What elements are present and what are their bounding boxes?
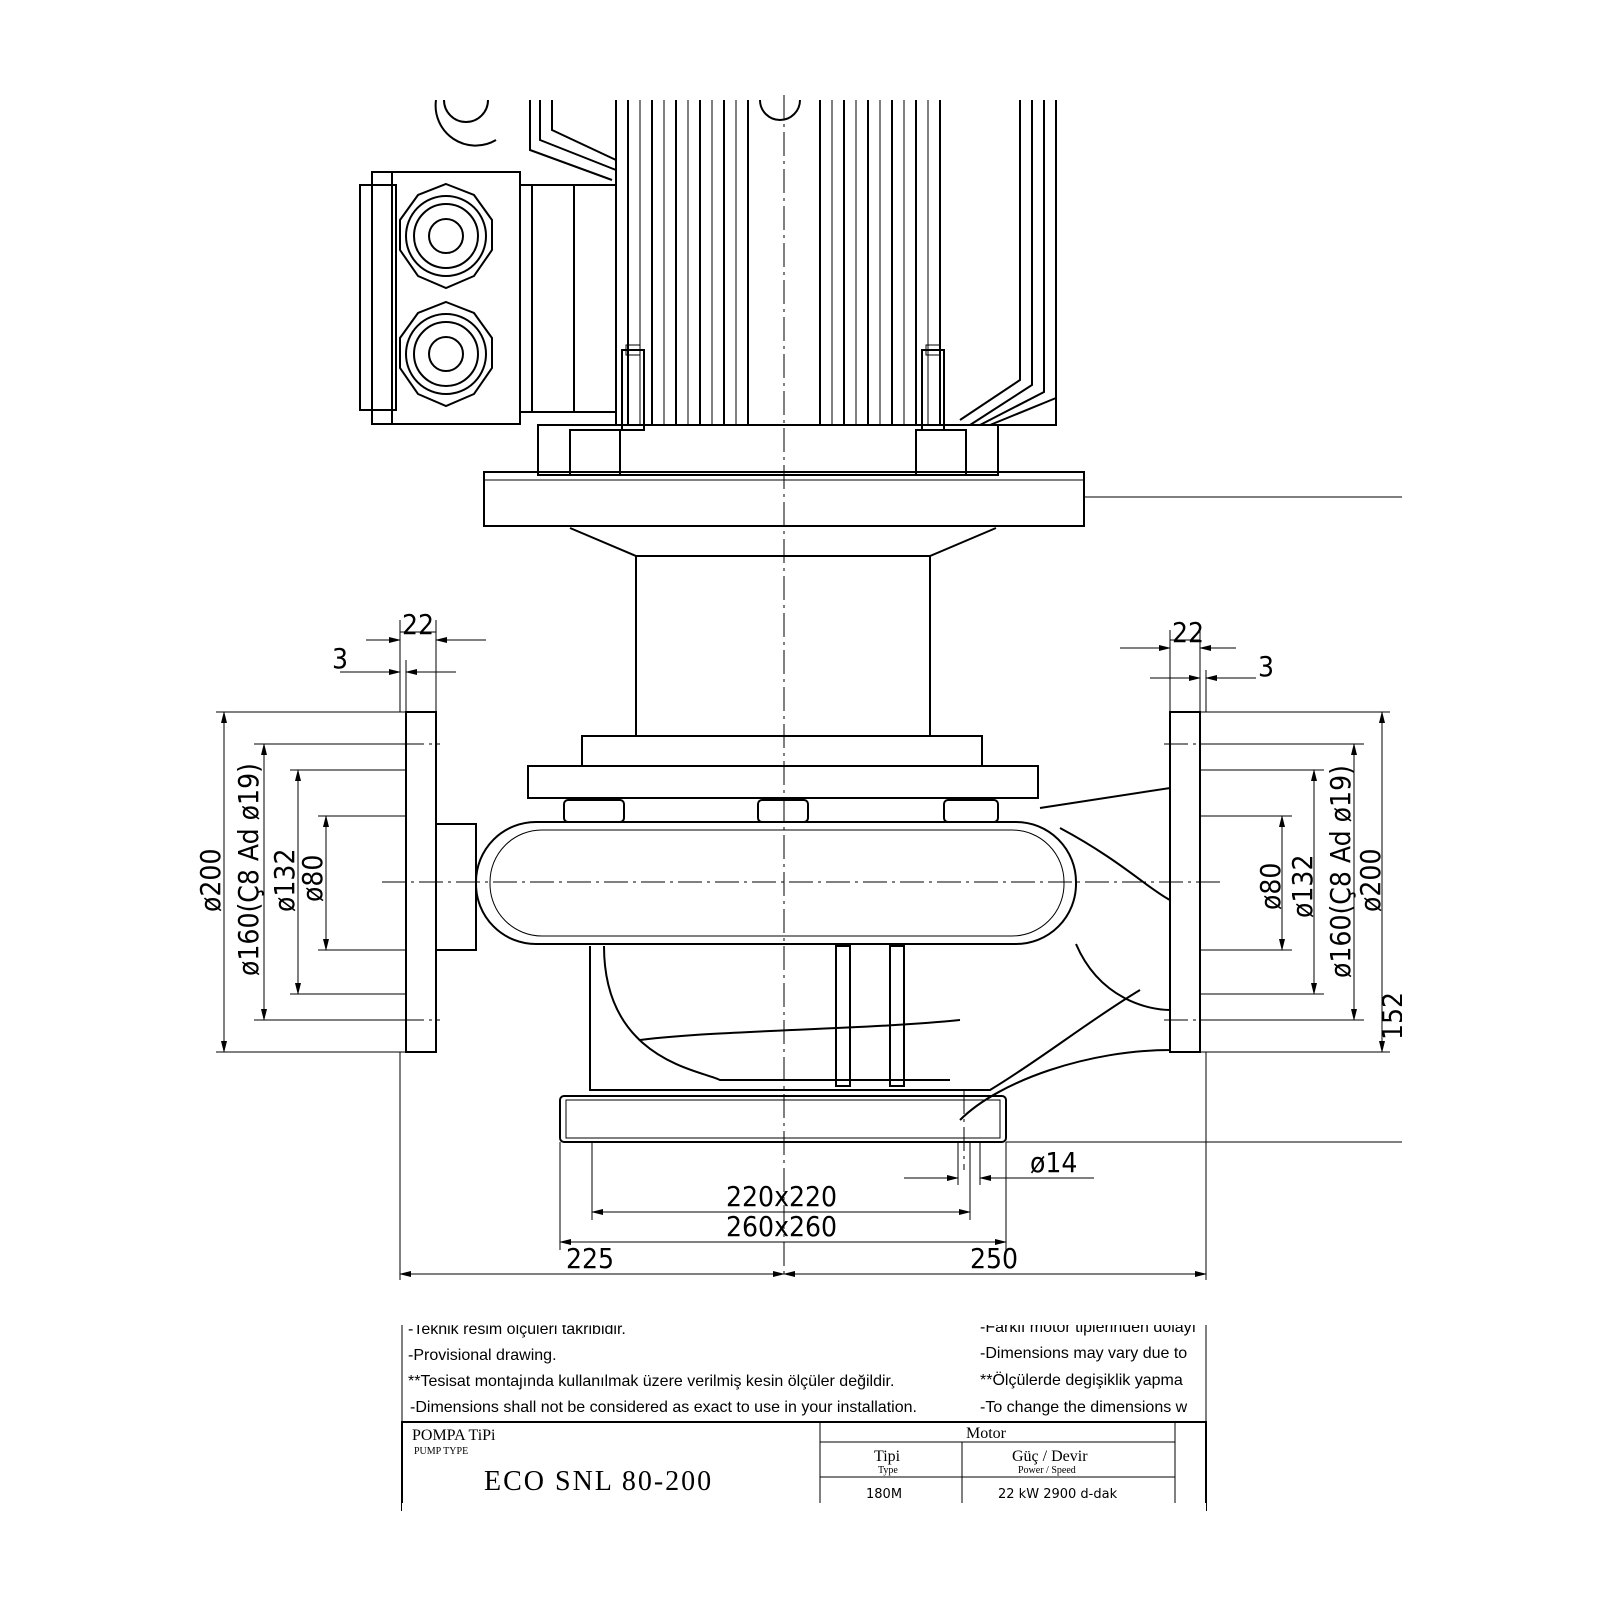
dim-center-to-right: 250 xyxy=(970,1242,1018,1275)
terminal-box xyxy=(359,171,616,425)
motor xyxy=(434,100,1057,431)
note-right-4: -To change the dimensions w xyxy=(980,1399,1188,1416)
power-label: Güç / Devir xyxy=(1012,1448,1088,1465)
dim-right-edge-lower: 152 xyxy=(1376,992,1409,1040)
dim-outlet-bore: ø80 xyxy=(1254,863,1287,910)
far-right-dim-clip: 326 152 xyxy=(1376,992,1409,1380)
dim-outlet-flange-thickness: 22 xyxy=(1172,616,1204,649)
dim-right-edge-upper: 326 xyxy=(1376,1332,1409,1380)
note-left-1: -Teknik resim ölçüleri takribidir. xyxy=(408,1321,626,1338)
dim-outlet-raised-face-dia: ø132 xyxy=(1286,855,1319,918)
dim-inlet-bolt-circle: ø160(Ç8 Ad ø19) xyxy=(232,763,265,976)
motor-power-speed-value: 22 kW 2900 d-dak xyxy=(998,1487,1118,1502)
center-lines xyxy=(382,95,1220,1275)
motor-type-value: 180M xyxy=(866,1487,902,1502)
dim-inlet-flange-thickness: 22 xyxy=(402,608,434,641)
cooling-fins xyxy=(627,100,941,425)
dim-outlet-raised-face: 3 xyxy=(1258,650,1274,683)
left-dimensions xyxy=(216,620,486,1053)
adapter-lantern xyxy=(527,527,1039,799)
type-label: Tipi xyxy=(874,1448,901,1465)
right-dimensions xyxy=(1006,496,1402,1143)
pump-type-label: POMPA TiPi xyxy=(412,1427,496,1444)
cable-gland-upper xyxy=(399,182,493,290)
dim-inlet-flange-od: ø200 xyxy=(194,849,227,912)
note-left-3: **Tesisat montajında kullanılmak üzere v… xyxy=(408,1373,894,1390)
note-right-3: **Ölçülerde degişiklik yapma xyxy=(980,1371,1183,1389)
dim-outlet-flange-od: ø200 xyxy=(1354,849,1387,912)
pump-casing xyxy=(435,786,1171,1121)
dim-foot-hole-spacing: 220x220 xyxy=(726,1180,837,1213)
note-right-2: -Dimensions may vary due to xyxy=(980,1345,1187,1362)
dim-left-to-center: 225 xyxy=(566,1242,614,1275)
type-label-en: Type xyxy=(878,1465,898,1476)
pump-type-label-en: PUMP TYPE xyxy=(414,1446,468,1457)
dim-inlet-raised-face-dia: ø132 xyxy=(268,849,301,912)
dim-inlet-bore: ø80 xyxy=(296,855,329,902)
power-label-en: Power / Speed xyxy=(1018,1465,1076,1476)
pump-model: ECO SNL 80-200 xyxy=(484,1466,713,1497)
dim-outlet-bolt-circle: ø160(Ç8 Ad ø19) xyxy=(1324,765,1357,978)
title-block xyxy=(401,1421,1207,1513)
note-left-4: -Dimensions shall not be considered as e… xyxy=(410,1399,917,1416)
dim-foot-hole: ø14 xyxy=(1030,1146,1077,1179)
dim-inlet-raised-face: 3 xyxy=(332,642,348,675)
notes: -Teknik resim ölçüleri takribidir. -Prov… xyxy=(408,1319,1196,1416)
motor-header: Motor xyxy=(966,1425,1007,1442)
dim-foot-size: 260x260 xyxy=(726,1210,837,1243)
bottom-dimensions xyxy=(399,1052,1207,1280)
pump-foot xyxy=(559,1095,1007,1143)
motor-flange xyxy=(483,424,1402,527)
note-left-2: -Provisional drawing. xyxy=(408,1347,557,1364)
note-right-1: -Farklı motor tiplerinden dolayı xyxy=(980,1319,1196,1336)
cable-gland-lower xyxy=(399,300,493,408)
